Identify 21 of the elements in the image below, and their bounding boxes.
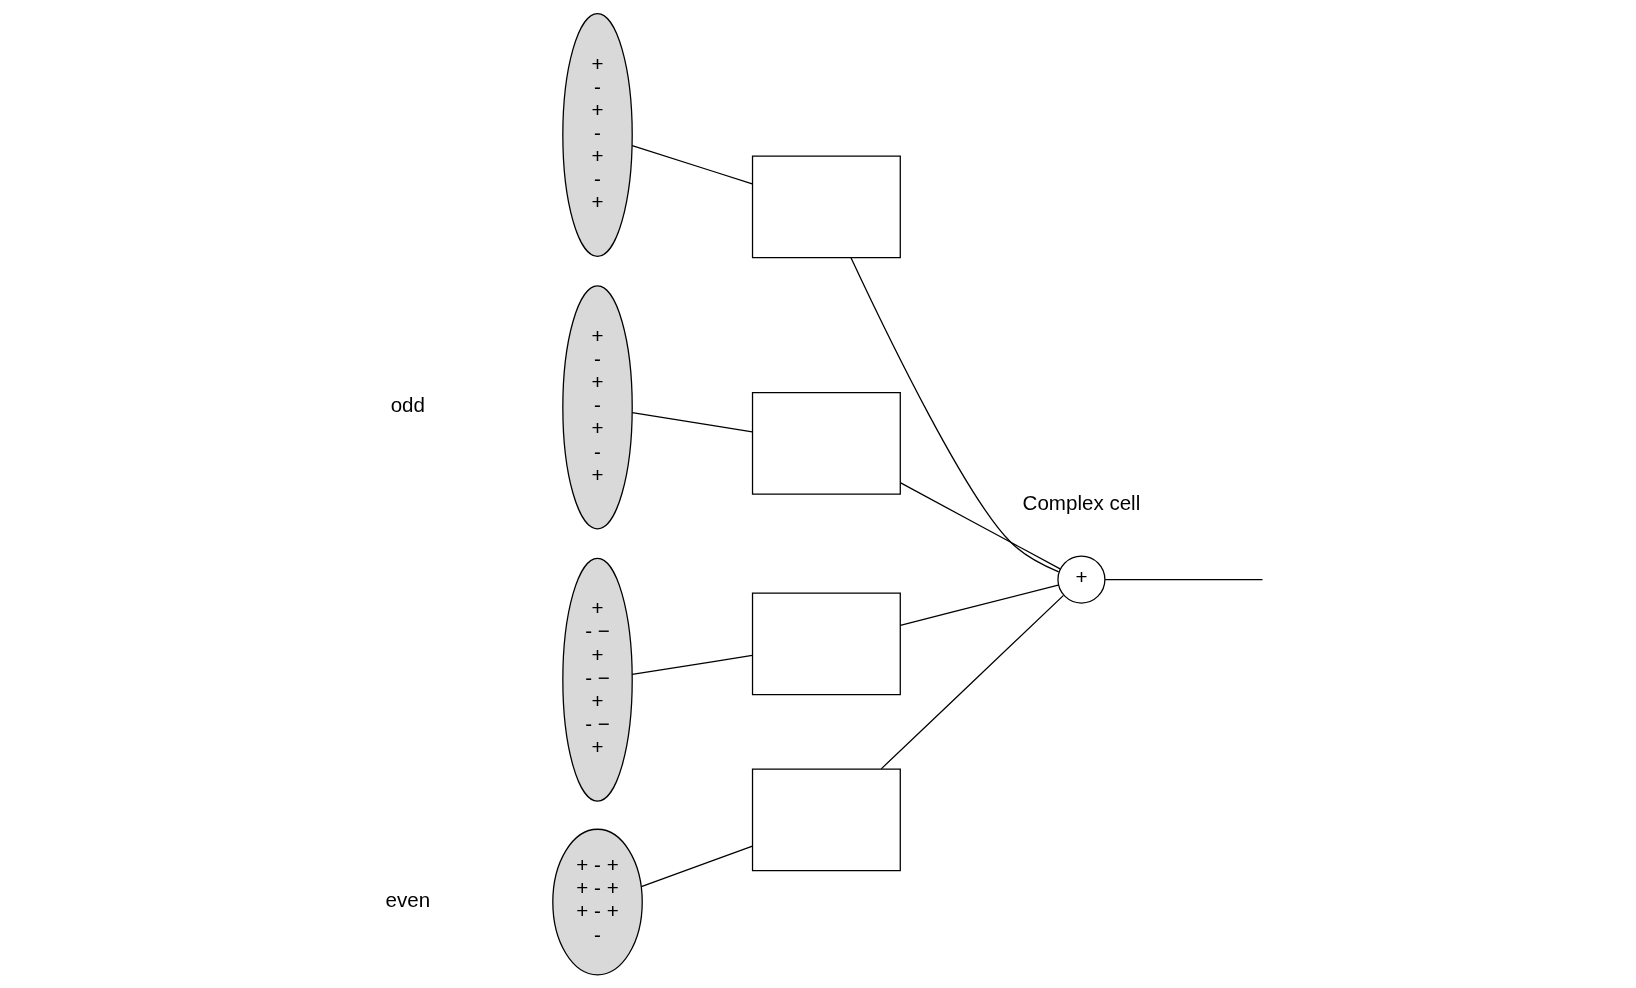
node-circle: + [1056, 555, 1106, 604]
connector [899, 482, 1061, 570]
connector [849, 257, 1059, 573]
node-box [751, 155, 901, 259]
node-label: Complex cell [1022, 490, 1140, 514]
node-ellipse: + - + - + - + [561, 12, 633, 258]
node-ellipse: + - + - + - + [561, 285, 633, 530]
connector [631, 654, 753, 676]
connector [1103, 578, 1263, 581]
connector [640, 845, 753, 888]
node-ellipse: + - − + - − + - − + [561, 557, 633, 802]
connector [631, 145, 753, 185]
node-box [751, 592, 901, 696]
connector [631, 412, 753, 433]
label: even [385, 887, 430, 911]
node-box [751, 392, 901, 495]
label: odd [390, 393, 425, 417]
connector [880, 594, 1064, 770]
connector [899, 584, 1059, 626]
node-ellipse: + - + + - + + - + - [551, 828, 643, 976]
node-box [751, 768, 901, 872]
